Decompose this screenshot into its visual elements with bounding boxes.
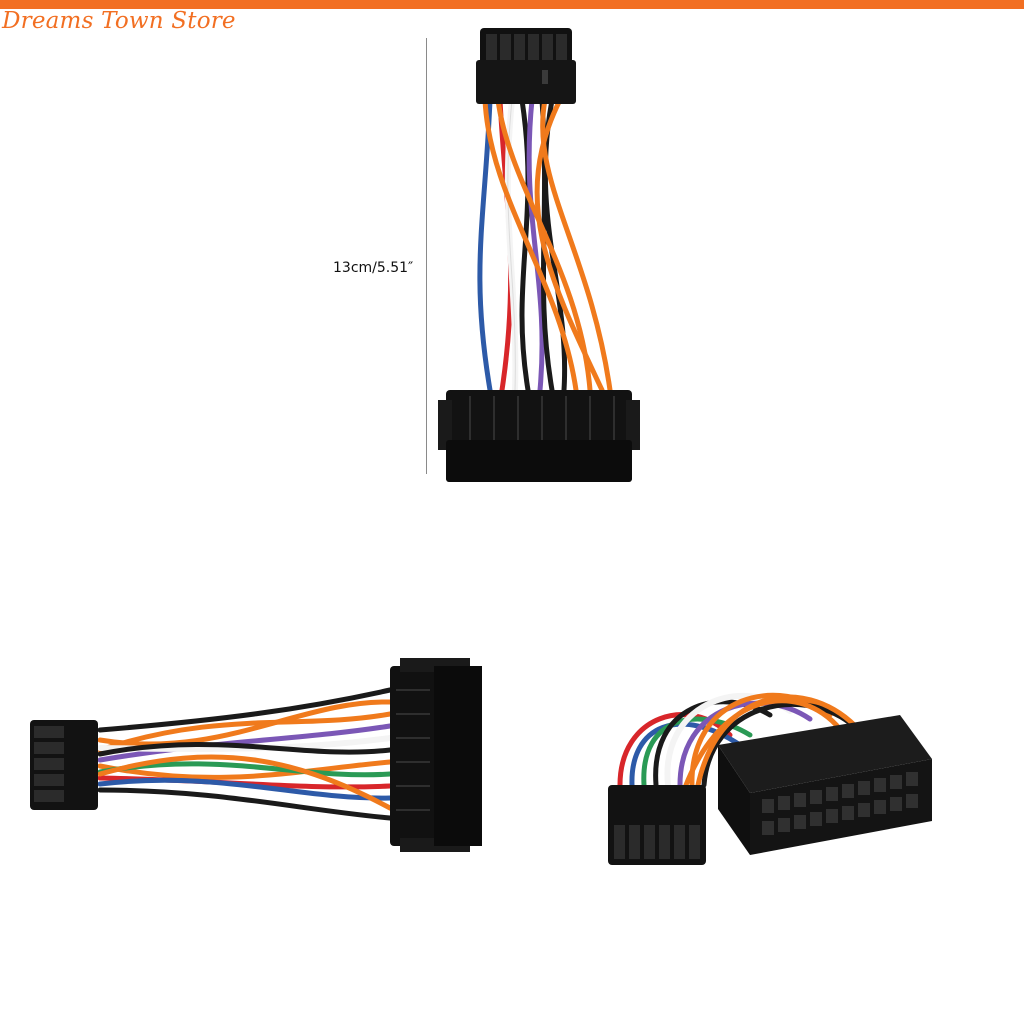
top-accent-bar [0, 0, 1024, 9]
dimension-line [426, 38, 427, 474]
dimension-label: 13cm/5.51″ [333, 260, 414, 276]
cable-photo-vertical [438, 28, 640, 482]
cable-photo-horizontal [30, 658, 482, 852]
store-name: Dreams Town Store [2, 8, 236, 34]
cable-photo-angled [608, 692, 932, 865]
